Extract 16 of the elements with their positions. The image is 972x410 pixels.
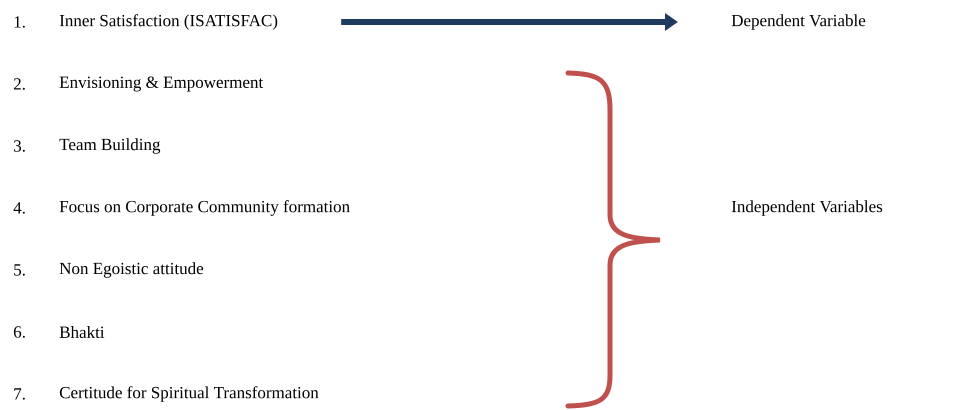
list-item-text: Certitude for Spiritual Transformation [60,386,319,402]
list-number: 7. [14,388,25,400]
list-item-text: Bhakti [60,326,104,338]
list-item-text: Team Building [60,138,160,154]
list-item-text: Envisioning & Empowerment [60,76,264,92]
variable-label: Independent Variables [732,200,882,216]
list-item-text: Non Egoistic attitude [60,262,204,278]
list-number: 3. [14,140,25,152]
list-number: 4. [14,202,25,214]
list-number: 2. [14,78,25,90]
list-item-text: Inner Satisfaction (ISATISFAC) [60,14,278,30]
list-number: 1. [14,16,25,28]
list-item-text: Focus on Corporate Community formation [60,200,350,216]
list-number: 6. [14,326,25,338]
variable-label: Dependent Variable [732,14,866,30]
list-number: 5. [14,264,25,276]
